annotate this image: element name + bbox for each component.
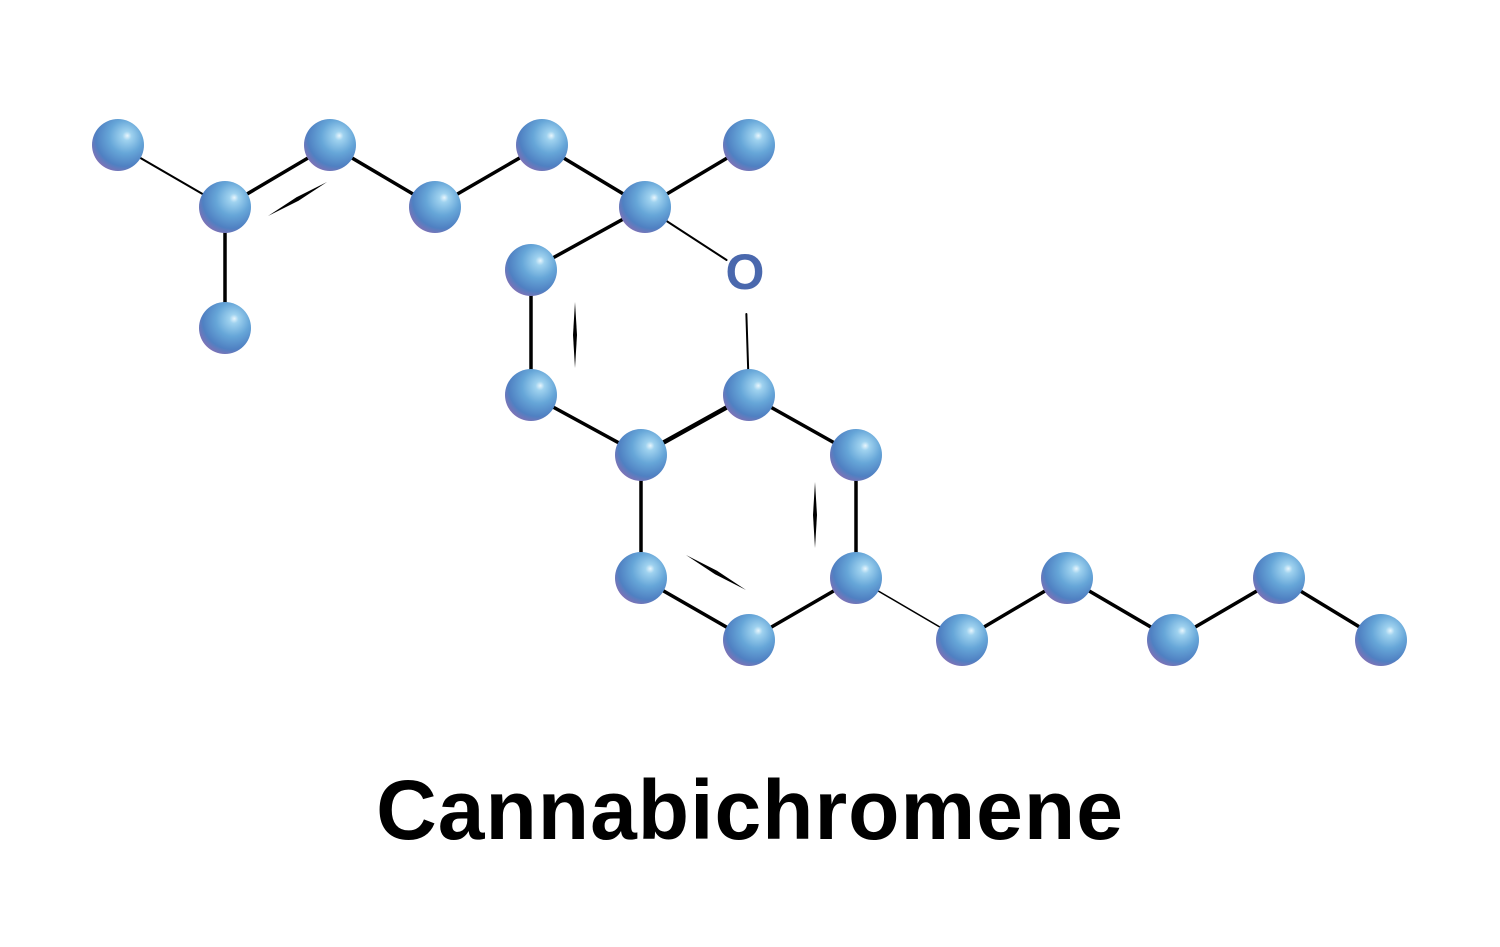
carbon-atom-A5 <box>516 119 568 171</box>
carbon-atom-A8 <box>199 302 251 354</box>
double-bond-layer <box>268 182 817 590</box>
carbon-atom-A3 <box>304 119 356 171</box>
oxygen-atom-label: O <box>726 244 765 300</box>
carbon-atom-C4 <box>830 552 882 604</box>
carbon-atom-A1 <box>92 119 144 171</box>
carbon-atom-A6 <box>619 181 671 233</box>
carbon-atom-A4 <box>409 181 461 233</box>
double-bond-line <box>573 302 577 368</box>
atoms-layer <box>92 119 1407 666</box>
double-bond-line <box>813 482 817 548</box>
carbon-atom-D3 <box>1147 614 1199 666</box>
heteroatom-layer: O <box>726 244 765 300</box>
double-bond-line <box>686 555 746 590</box>
carbon-atom-C1 <box>615 429 667 481</box>
carbon-atom-B3 <box>723 369 775 421</box>
molecule-name-title: Cannabichromene <box>376 763 1124 857</box>
carbon-atom-A7 <box>723 119 775 171</box>
carbon-atom-B1 <box>505 244 557 296</box>
carbon-atom-C2 <box>830 429 882 481</box>
carbon-atom-D1 <box>936 614 988 666</box>
double-bond-line <box>268 182 327 216</box>
carbon-atom-D5 <box>1355 614 1407 666</box>
carbon-atom-C3 <box>615 552 667 604</box>
carbon-atom-D2 <box>1041 552 1093 604</box>
carbon-atom-B2 <box>505 369 557 421</box>
carbon-atom-C5 <box>723 614 775 666</box>
carbon-atom-A2 <box>199 181 251 233</box>
carbon-atom-D4 <box>1253 552 1305 604</box>
